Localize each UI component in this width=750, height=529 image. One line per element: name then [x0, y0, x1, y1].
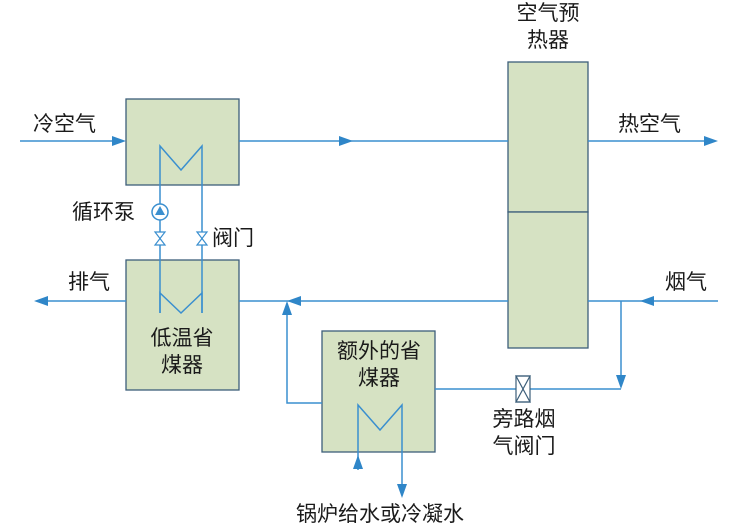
extra-economizer-label-2: 煤器	[358, 366, 400, 390]
air-flow-arrow-icon	[339, 136, 353, 146]
air-preheater-label-2: 热器	[527, 28, 569, 52]
exhaust-arrow-icon	[34, 296, 48, 306]
feedwater-out-arrow-icon	[397, 484, 407, 498]
right-valve-icon	[195, 231, 209, 246]
extra-economizer-return-line	[286, 315, 322, 404]
low-temp-economizer-box	[125, 259, 240, 391]
valve-label: 阀门	[212, 226, 254, 250]
air-preheater-lower-box	[507, 211, 589, 349]
feedwater-in-arrow-icon	[353, 455, 363, 469]
low-temp-economizer-label-1: 低温省	[151, 326, 214, 350]
extra-economizer-coil	[357, 403, 403, 470]
left-valve-icon	[153, 231, 167, 246]
boiler-feedwater-label: 锅炉给水或冷凝水	[296, 502, 464, 526]
air-preheater-label-1: 空气预	[517, 1, 580, 25]
flue-gas-flow-arrow-icon	[287, 296, 301, 306]
extra-economizer-box	[321, 330, 436, 453]
return-up-arrow-icon	[282, 301, 292, 315]
bypass-valve-icon	[514, 375, 532, 403]
bypass-valve-label-2: 气阀门	[493, 434, 556, 458]
circulation-pump-label: 循环泵	[72, 200, 135, 224]
bypass-down-arrow-icon	[616, 375, 626, 389]
hot-air-arrow-icon	[704, 136, 718, 146]
low-temp-economizer-label-2: 煤器	[161, 353, 203, 377]
air-preheater-upper-box	[507, 61, 589, 213]
hot-air-label: 热空气	[618, 112, 681, 136]
bypass-valve-label-1: 旁路烟	[493, 407, 556, 431]
lower-coil	[159, 291, 203, 315]
air-heater-box	[125, 98, 240, 186]
flue-gas-arrow-icon	[640, 296, 654, 306]
extra-economizer-label-1: 额外的省	[337, 339, 421, 363]
cold-air-arrow-icon	[112, 136, 126, 146]
flue-gas-label: 烟气	[665, 270, 707, 294]
left-loop-pipe	[159, 144, 203, 313]
pump-triangle-icon	[155, 206, 165, 215]
exhaust-label: 排气	[68, 270, 110, 294]
cold-air-label: 冷空气	[33, 112, 96, 136]
